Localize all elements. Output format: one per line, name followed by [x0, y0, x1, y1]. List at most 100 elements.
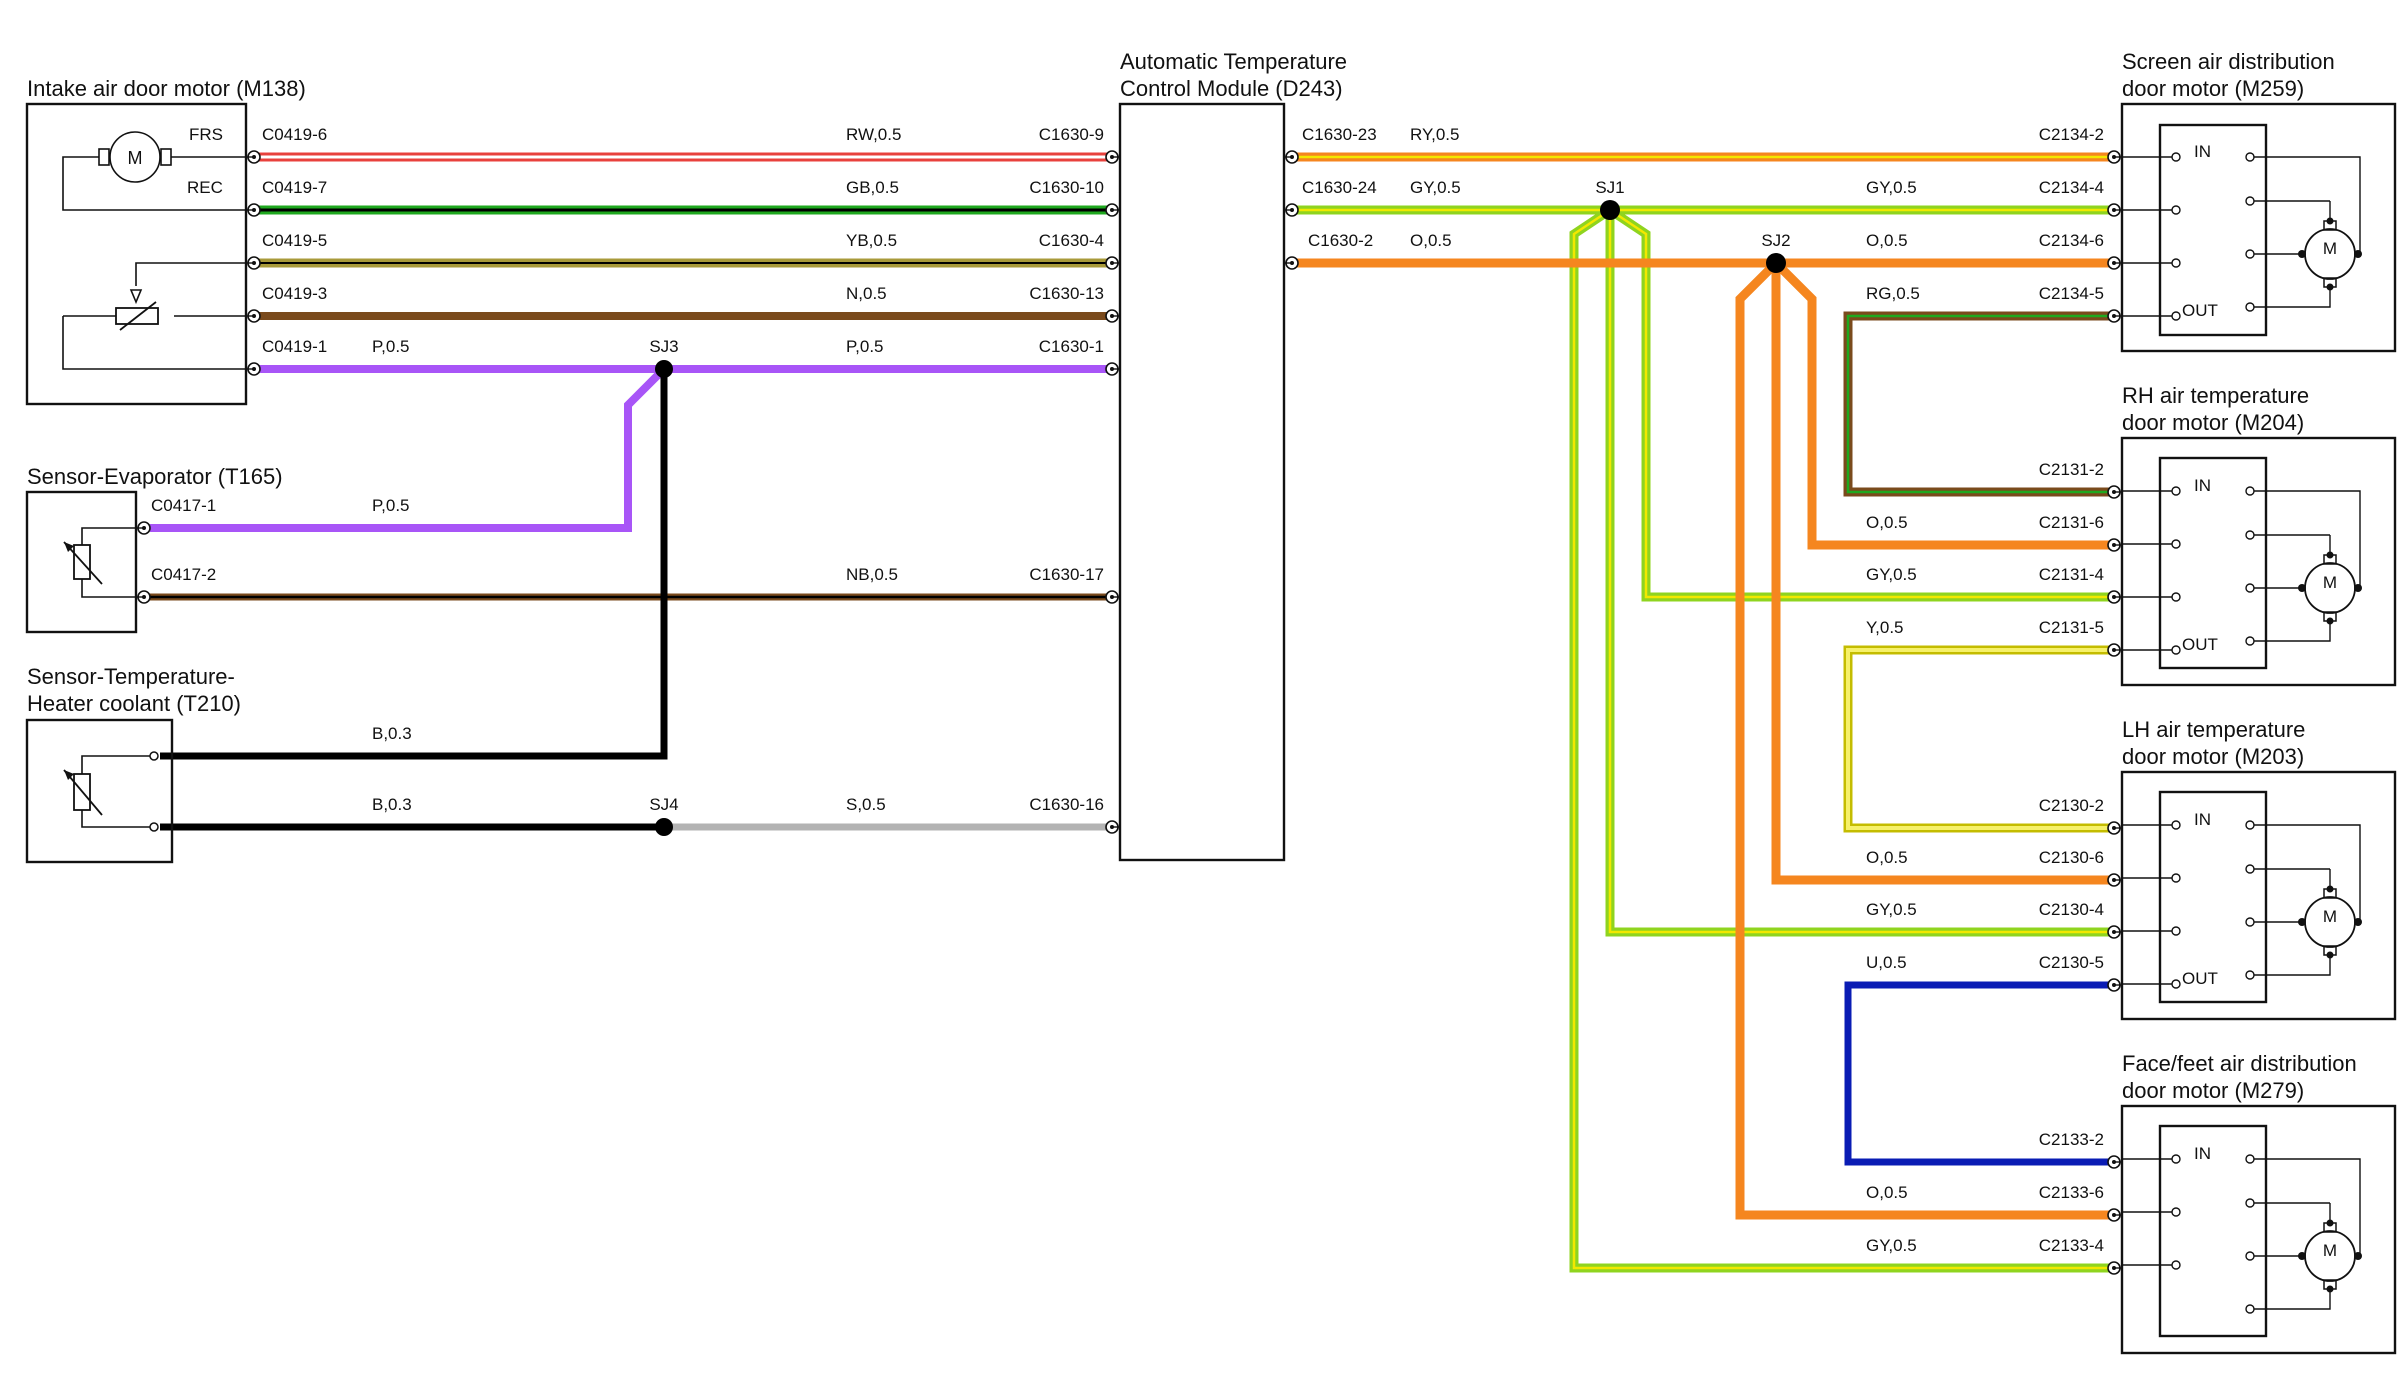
m203-in-label: IN — [2194, 810, 2211, 829]
connector-c1630-24: C1630-24 — [1302, 178, 1377, 197]
component-d243[interactable] — [1118, 102, 1286, 862]
d243-left-terminal-2 — [1105, 256, 1119, 270]
wire-o-sj2[interactable] — [1294, 258, 2110, 1220]
connector-c0417-2: C0417-2 — [151, 565, 216, 584]
t165-terminal-1 — [137, 590, 151, 604]
d243-left-terminal-5 — [1105, 590, 1119, 604]
connector-c2131-5: C2131-5 — [2039, 618, 2104, 637]
wire-label-gy4: GY,0.5 — [1866, 900, 1917, 919]
connector-c1630-10: C1630-10 — [1029, 178, 1104, 197]
m259-in-label: IN — [2194, 142, 2211, 161]
motor-terminal-3 — [2107, 309, 2121, 323]
wire-label-o5: O,0.5 — [1866, 1183, 1908, 1202]
wire-label-gy5: GY,0.5 — [1866, 1236, 1917, 1255]
wire-label-b2: B,0.3 — [372, 795, 412, 814]
component-m138[interactable]: M — [25, 102, 248, 406]
connector-c1630-23: C1630-23 — [1302, 125, 1377, 144]
component-m279[interactable] — [2120, 1104, 2397, 1355]
motor-terminal-12 — [2107, 1155, 2121, 1169]
m138-terminal-0 — [247, 150, 261, 164]
splices — [655, 200, 1786, 836]
m204-motor-label: M — [2323, 573, 2337, 592]
m138-terminal-3 — [247, 309, 261, 323]
d243-title-1: Automatic Temperature — [1120, 49, 1347, 74]
m279-motor-label: M — [2323, 1241, 2337, 1260]
motor-terminal-2 — [2107, 256, 2121, 270]
motor-terminal-13 — [2107, 1208, 2121, 1222]
splice-sj2 — [1766, 253, 1786, 273]
splice-sj3 — [655, 360, 673, 378]
motor-terminal-1 — [2107, 203, 2121, 217]
connector-c2134-4: C2134-4 — [2039, 178, 2104, 197]
component-t165[interactable] — [25, 490, 138, 634]
component-m203[interactable] — [2120, 770, 2397, 1021]
wire-label-gy1: GY,0.5 — [1410, 178, 1461, 197]
m138-terminal-4 — [247, 362, 261, 376]
wire-rg[interactable] — [1843, 311, 2110, 497]
connector-c2134-5: C2134-5 — [2039, 284, 2104, 303]
connector-c2133-4: C2133-4 — [2039, 1236, 2104, 1255]
wire-label-y: Y,0.5 — [1866, 618, 1904, 637]
t165-terminal-0 — [137, 521, 151, 535]
connector-c2130-4: C2130-4 — [2039, 900, 2104, 919]
connector-c2133-2: C2133-2 — [2039, 1130, 2104, 1149]
m138-motor-label: M — [128, 148, 143, 168]
wire-label-n: N,0.5 — [846, 284, 887, 303]
m279-internals — [2122, 1154, 2362, 1314]
connector-c2131-2: C2131-2 — [2039, 460, 2104, 479]
wire-gy-sj1[interactable] — [1294, 205, 2110, 1273]
wire-label-p1: P,0.5 — [372, 337, 410, 356]
m204-internals — [2122, 486, 2362, 655]
m204-out-label: OUT — [2182, 635, 2218, 654]
wire-label-gy3: GY,0.5 — [1866, 565, 1917, 584]
wire-label-gb: GB,0.5 — [846, 178, 899, 197]
component-t210[interactable] — [25, 718, 174, 864]
wire-u[interactable] — [1844, 981, 2110, 1166]
d243-right-terminal-1 — [1285, 203, 1299, 217]
motor-terminal-14 — [2107, 1261, 2121, 1275]
connector-c2133-6: C2133-6 — [2039, 1183, 2104, 1202]
t165-title: Sensor-Evaporator (T165) — [27, 464, 283, 489]
motor-terminal-5 — [2107, 538, 2121, 552]
wire-label-o4: O,0.5 — [1866, 848, 1908, 867]
m138-terminal-2 — [247, 256, 261, 270]
wire-label-b1: B,0.3 — [372, 724, 412, 743]
m279-title-2: door motor (M279) — [2122, 1078, 2304, 1103]
m203-title-2: door motor (M203) — [2122, 744, 2304, 769]
component-m204[interactable] — [2120, 436, 2397, 687]
m138-title: Intake air door motor (M138) — [27, 76, 306, 101]
wire-y[interactable] — [1843, 645, 2110, 833]
connector-c1630-9: C1630-9 — [1039, 125, 1104, 144]
wires — [150, 152, 2110, 1273]
m138-rec-label: REC — [187, 178, 223, 197]
wire-label-o3: O,0.5 — [1866, 513, 1908, 532]
wire-label-p2: P,0.5 — [846, 337, 884, 356]
wire-label-gy2: GY,0.5 — [1866, 178, 1917, 197]
d243-right-terminal-0 — [1285, 150, 1299, 164]
m259-internals — [2122, 152, 2362, 321]
wire-label-rw: RW,0.5 — [846, 125, 901, 144]
m138-terminal-1 — [247, 203, 261, 217]
connector-c0419-3: C0419-3 — [262, 284, 327, 303]
wire-label-ry: RY,0.5 — [1410, 125, 1459, 144]
m204-title-1: RH air temperature — [2122, 383, 2309, 408]
connector-c1630-13: C1630-13 — [1029, 284, 1104, 303]
t210-title-2: Heater coolant (T210) — [27, 691, 241, 716]
wire-b-sj3[interactable] — [160, 369, 668, 760]
wire-label-o2: O,0.5 — [1866, 231, 1908, 250]
motor-terminal-6 — [2107, 590, 2121, 604]
wire-label-o1: O,0.5 — [1410, 231, 1452, 250]
wire-label-yb: YB,0.5 — [846, 231, 897, 250]
connector-c1630-1: C1630-1 — [1039, 337, 1104, 356]
splice-sj4 — [655, 818, 673, 836]
m279-title-1: Face/feet air distribution — [2122, 1051, 2357, 1076]
m259-motor-label: M — [2323, 239, 2337, 258]
wire-p-sj3[interactable] — [150, 365, 1110, 532]
d243-left-terminal-6 — [1105, 820, 1119, 834]
splice-label-sj2: SJ2 — [1761, 231, 1790, 250]
connector-c0419-7: C0419-7 — [262, 178, 327, 197]
m259-title-2: door motor (M259) — [2122, 76, 2304, 101]
component-m259[interactable] — [2120, 102, 2397, 353]
motor-terminal-8 — [2107, 821, 2121, 835]
motor-terminal-4 — [2107, 485, 2121, 499]
